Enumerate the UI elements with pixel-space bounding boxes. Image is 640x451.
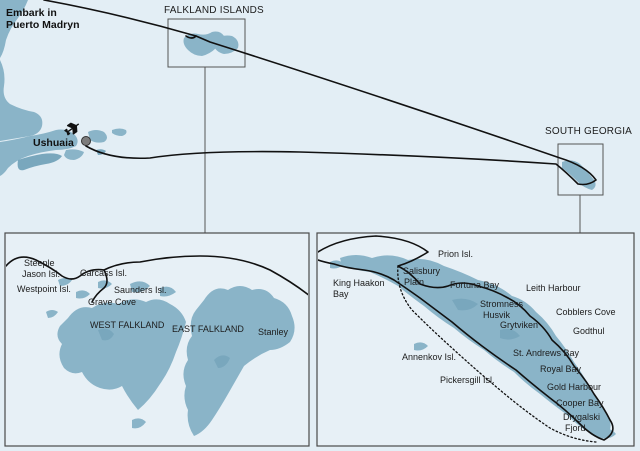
carcass-label: Carcass Isl. <box>80 268 127 278</box>
godthul-label: Godthul <box>573 326 605 336</box>
falklands-inset-frame <box>167 18 246 68</box>
fortuna-label: Fortuna Bay <box>450 280 500 290</box>
falkland-islands-label: FALKLAND ISLANDS <box>164 5 264 16</box>
east-falkland-island <box>183 286 295 436</box>
king-haakon-label-line1: King Haakon <box>333 278 385 288</box>
st-andrews-label: St. Andrews Bay <box>513 348 580 358</box>
cobblers-label: Cobblers Cove <box>556 307 616 317</box>
cooper-bay-label: Cooper Bay <box>556 398 604 408</box>
leith-label: Leith Harbour <box>526 283 581 293</box>
westpoint-label: Westpoint Isl. <box>17 284 71 294</box>
south-georgia-detail-panel: Prion Isl. King Haakon Bay Salisbury Pla… <box>316 232 635 447</box>
ushuaia-port-marker-icon <box>81 136 91 146</box>
king-haakon-label-line2: Bay <box>333 289 349 299</box>
airplane-icon <box>64 122 80 136</box>
salisbury-label-line2: Plain <box>404 277 424 287</box>
prion-label: Prion Isl. <box>438 249 473 259</box>
south-america-landmass <box>0 0 127 176</box>
salisbury-label-line1: Salisbury <box>403 266 441 276</box>
drygalski-label-line1: Drygalski <box>563 412 600 422</box>
drygalski-label-line2: Fjord <box>565 423 586 433</box>
stanley-label: Stanley <box>258 327 289 337</box>
overview-route <box>43 0 597 186</box>
south-georgia-label: SOUTH GEORGIA <box>545 126 632 137</box>
west-falkland-island <box>57 299 186 410</box>
stromness-label: Stromness <box>480 299 524 309</box>
pickersgill-label: Pickersgill Isl. <box>440 375 495 385</box>
embark-label-line1: Embark in <box>6 7 57 19</box>
ushuaia-label: Ushuaia <box>33 137 74 149</box>
west-falkland-label: WEST FALKLAND <box>90 320 165 330</box>
south-georgia-dotted-route <box>397 265 597 443</box>
embark-label-line2: Puerto Madryn <box>6 19 80 31</box>
south-georgia-overview-land <box>562 160 596 190</box>
saunders-label: Saunders Isl. <box>114 285 167 295</box>
east-falkland-label: EAST FALKLAND <box>172 324 244 334</box>
annenkov-label: Annenkov Isl. <box>402 352 456 362</box>
grytviken-label: Grytviken <box>500 320 538 330</box>
steeple-jason-label-line1: Steeple <box>24 258 55 268</box>
steeple-jason-label-line2: Jason Isl. <box>22 269 60 279</box>
royal-bay-label: Royal Bay <box>540 364 582 374</box>
falklands-detail-panel: Steeple Jason Isl. Carcass Isl. Westpoin… <box>4 232 310 447</box>
grave-cove-label: Grave Cove <box>88 297 136 307</box>
south-georgia-route <box>318 235 614 441</box>
gold-harbour-label: Gold Harbour <box>547 382 601 392</box>
husvik-label: Husvik <box>483 310 511 320</box>
